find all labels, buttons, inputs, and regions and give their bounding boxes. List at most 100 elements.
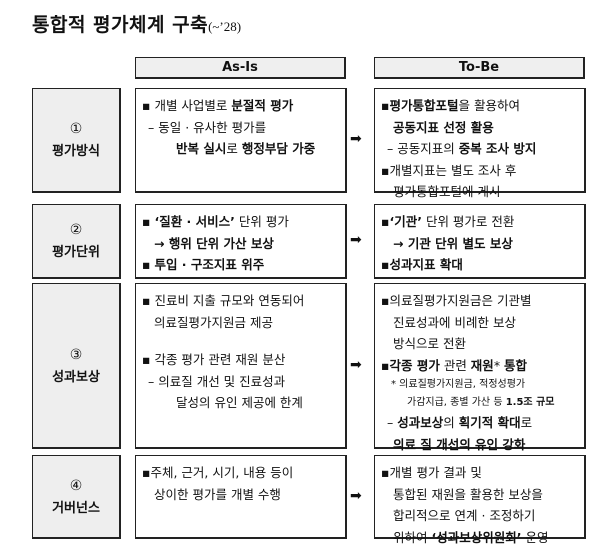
bold-text: 통합 — [504, 358, 527, 373]
text-segment: ▪ — [142, 214, 154, 229]
text-line: 공동지표 선정 활용 — [381, 117, 580, 139]
bold-text: → 행위 단위 가산 보상 — [154, 236, 274, 251]
row-number: ② — [70, 222, 83, 238]
bold-text: ‘성과보상위원회’ — [431, 530, 521, 545]
to-be-header: To-Be — [374, 57, 585, 79]
text-line: ▪ 투입 · 구조지표 위주 — [142, 254, 341, 276]
text-line: 의료질평가지원금 제공 — [142, 312, 341, 334]
as-is-header: As-Is — [135, 57, 346, 79]
text-line: ▪개별지표는 별도 조사 후 — [381, 160, 580, 182]
bold-text: 중복 조사 방지 — [459, 141, 537, 156]
text-line: ▪ 각종 평가 관련 재원 분산 — [142, 349, 341, 371]
text-segment: 상이한 평가를 개별 수행 — [154, 487, 281, 502]
text-line: 진료성과에 비례한 보상 — [381, 312, 580, 334]
text-segment: – 의료질 개선 및 진료성과 — [148, 374, 285, 389]
text-line: → 기관 단위 별도 보상 — [381, 233, 580, 255]
text-segment: ▪ 진료비 지출 규모와 연동되어 — [142, 293, 304, 308]
text-segment: 단위 평가로 전환 — [422, 214, 514, 229]
arrow-right-icon: ➡ — [350, 357, 362, 373]
row-number: ① — [70, 121, 83, 137]
text-segment: 진료성과에 비례한 보상 — [393, 315, 516, 330]
bold-text: 1.5조 규모 — [506, 397, 555, 408]
text-line: ▪‘기관’ 단위 평가로 전환 — [381, 211, 580, 233]
row-label-3: ③ 성과보상 — [32, 283, 121, 449]
bold-text: 재원 — [471, 358, 494, 373]
row-label-text: 거버넌스 — [52, 497, 100, 516]
row-label-1: ① 평가방식 — [32, 88, 121, 193]
text-line: 방식으로 전환 — [381, 333, 580, 355]
as-is-box: ▪ ‘질환 · 서비스’ 단위 평가→ 행위 단위 가산 보상▪ 투입 · 구조… — [135, 204, 347, 279]
page-title: 통합적 평가체계 구축(~’28) — [32, 10, 241, 37]
text-line: * 의료질평가지원금, 적정성평가 — [381, 376, 580, 394]
text-segment: 가감지급, 종별 가산 등 — [407, 397, 506, 408]
row-number: ③ — [70, 347, 83, 363]
text-line: 반복 실시로 행정부담 가중 — [142, 138, 341, 160]
text-segment: – — [387, 415, 397, 430]
text-line: 합리적으로 연계 · 조정하기 — [381, 505, 580, 527]
text-line: – 동일 · 유사한 평가를 — [142, 117, 341, 139]
to-be-box: ▪‘기관’ 단위 평가로 전환 → 기관 단위 별도 보상 ▪성과지표 확대 — [374, 204, 586, 279]
text-segment: ▪ 개별 사업별로 — [142, 98, 231, 113]
bold-text: 반복 실시 — [176, 141, 226, 156]
text-line: – 의료질 개선 및 진료성과 — [142, 371, 341, 393]
text-segment: 합리적으로 연계 · 조정하기 — [393, 508, 535, 523]
row-number: ④ — [70, 478, 83, 494]
text-segment: 단위 평가 — [235, 214, 289, 229]
text-segment: 달성의 유인 제공에 한계 — [176, 395, 303, 410]
bold-text: → 기관 단위 별도 보상 — [393, 236, 513, 251]
text-line: ▪성과지표 확대 — [381, 254, 580, 276]
text-segment: 평가통합포털에 게시 — [393, 184, 500, 199]
text-line: 통합된 재원을 활용한 보상을 — [381, 484, 580, 506]
bold-text: ‘기관’ — [389, 214, 422, 229]
text-line: ▪ 개별 사업별로 분절적 평가 — [142, 95, 341, 117]
text-segment: 을 활용하여 — [459, 98, 520, 113]
text-segment: – 공동지표의 — [387, 141, 459, 156]
text-segment: * — [494, 358, 504, 373]
row-label-4: ④ 거버넌스 — [32, 455, 121, 539]
text-segment: * 의료질평가지원금, 적정성평가 — [391, 379, 525, 390]
bold-text: 투입 · 구조지표 위주 — [154, 257, 264, 272]
text-segment: 로 — [521, 415, 533, 430]
bold-text: 각종 평가 — [389, 358, 439, 373]
text-segment: 통합된 재원을 활용한 보상을 — [393, 487, 543, 502]
text-segment: ▪개별 평가 결과 및 — [381, 465, 482, 480]
title-period: (~’28) — [208, 19, 241, 34]
text-line: 가감지급, 종별 가산 등 1.5조 규모 — [381, 394, 580, 412]
bold-text: 분절적 평가 — [231, 98, 293, 113]
text-line: ▪평가통합포털을 활용하여 — [381, 95, 580, 117]
bold-text: 행정부담 가중 — [242, 141, 315, 156]
text-segment: 운영 — [521, 530, 548, 545]
bold-text: 평가통합포털 — [389, 98, 458, 113]
bold-text: 성과지표 확대 — [389, 257, 462, 272]
text-line: – 성과보상의 획기적 확대로 — [381, 412, 580, 434]
text-segment: – 동일 · 유사한 평가를 — [148, 120, 266, 135]
text-segment: 의료질평가지원금 제공 — [154, 315, 273, 330]
text-segment: ▪의료질평가지원금은 기관별 — [381, 293, 531, 308]
text-line: ▪개별 평가 결과 및 — [381, 462, 580, 484]
text-segment: ▪주체, 근거, 시기, 내용 등이 — [142, 465, 293, 480]
bold-text: ‘질환 · 서비스’ — [154, 214, 234, 229]
text-line: 상이한 평가를 개별 수행 — [142, 484, 341, 506]
title-main: 통합적 평가체계 구축 — [32, 14, 208, 36]
text-segment: 방식으로 전환 — [393, 336, 466, 351]
text-segment: 의 — [443, 415, 458, 430]
text-line: – 공동지표의 중복 조사 방지 — [381, 138, 580, 160]
text-line: 달성의 유인 제공에 한계 — [142, 392, 341, 414]
bold-text: 의료 질 개선의 유인 강화 — [393, 437, 525, 452]
text-segment: 로 — [226, 141, 241, 156]
text-segment: ▪ 각종 평가 관련 재원 분산 — [142, 352, 285, 367]
text-line: ▪주체, 근거, 시기, 내용 등이 — [142, 462, 341, 484]
text-segment: 관련 — [440, 358, 471, 373]
text-line: ▪ ‘질환 · 서비스’ 단위 평가 — [142, 211, 341, 233]
text-line: ▪각종 평가 관련 재원* 통합 — [381, 355, 580, 377]
row-label-text: 성과보상 — [52, 366, 100, 385]
bold-text: 성과보상 — [397, 415, 443, 430]
row-label-text: 평가방식 — [52, 140, 100, 159]
text-line: 평가통합포털에 게시 — [381, 181, 580, 203]
